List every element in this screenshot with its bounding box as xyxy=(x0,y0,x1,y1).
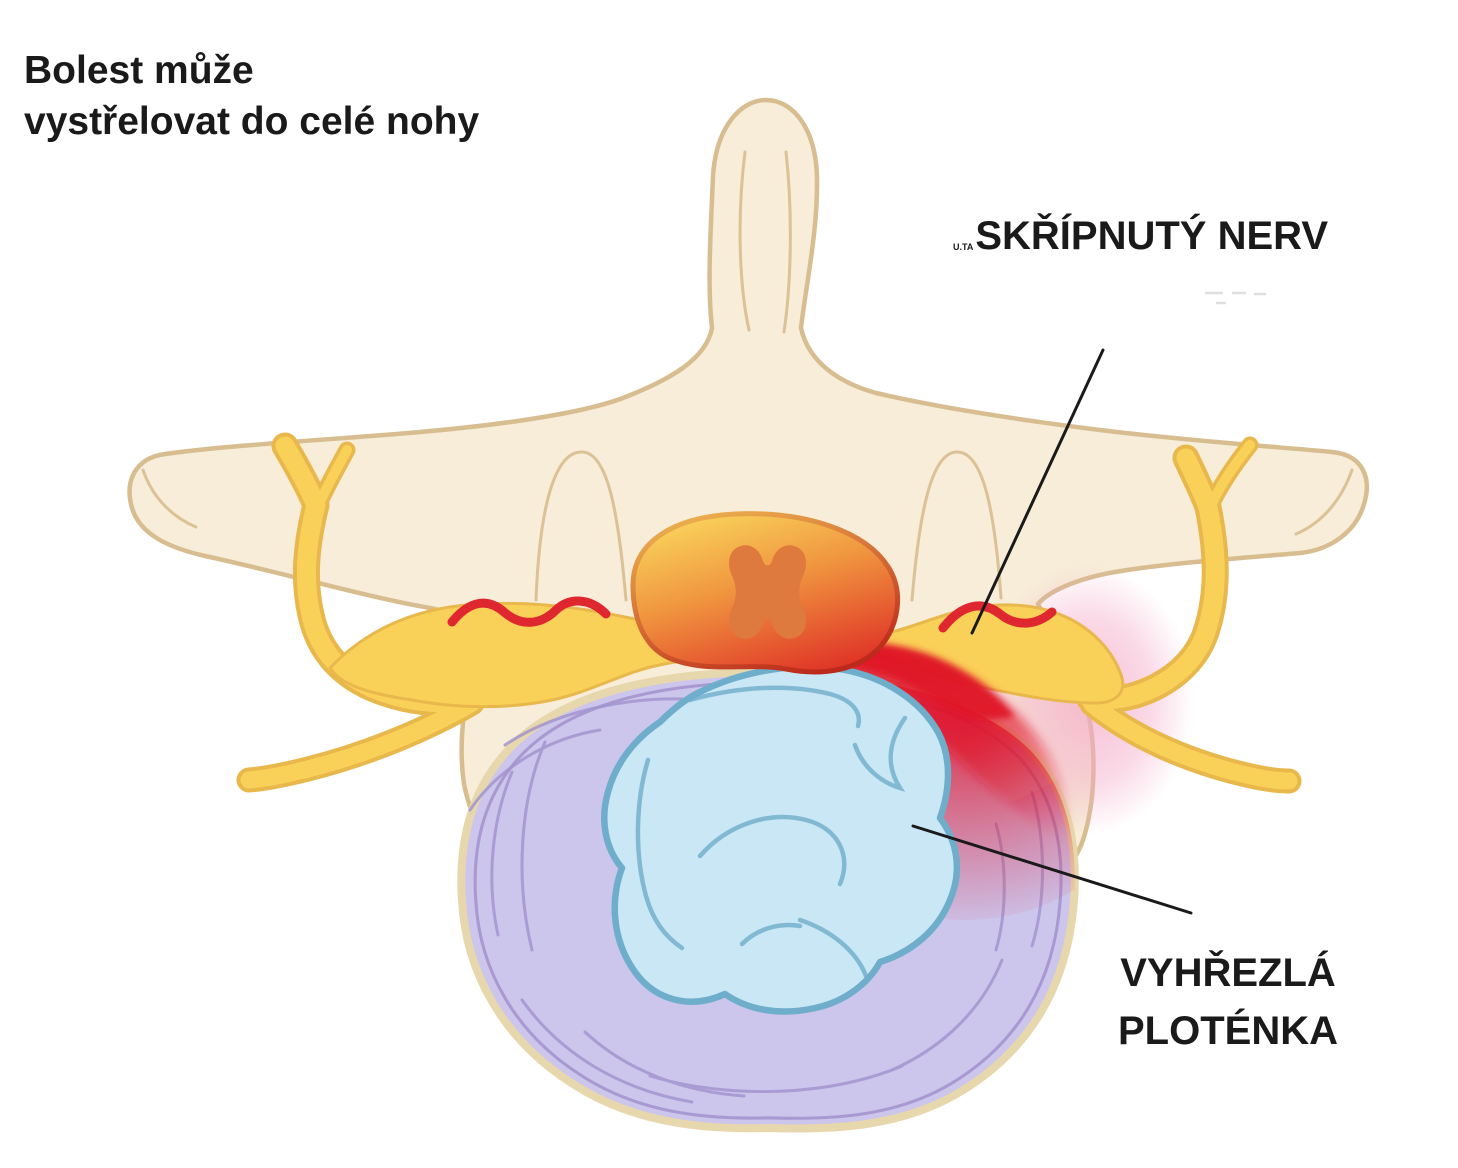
nucleus-fold xyxy=(697,814,847,887)
pain-note: Bolest může vystřelovat do celé nohy xyxy=(24,46,479,147)
pain-note-line2: vystřelovat do celé nohy xyxy=(24,99,480,143)
fiber-line xyxy=(520,998,694,1104)
herniated-disc-pointer-line xyxy=(911,824,1193,915)
fiber-line xyxy=(503,697,702,747)
inflammation-streak xyxy=(782,644,1071,842)
faint-artifacts xyxy=(1205,291,1266,305)
bone-detail-lines xyxy=(141,150,1354,602)
watermark-text: U.TA xyxy=(953,242,974,252)
fiber-line xyxy=(648,1064,904,1094)
pinched-nerve-label: U.TA SKŘÍPNUTÝ NERV xyxy=(953,214,1328,259)
right-nerve-branch xyxy=(1205,440,1255,512)
wing-tip-line-left xyxy=(141,468,198,529)
nucleus-fold xyxy=(687,685,862,729)
wing-tip-line-right xyxy=(1294,468,1354,536)
pinch-mark-left xyxy=(447,596,611,627)
right-nerve-trunk xyxy=(1080,448,1225,710)
fiber-line xyxy=(468,728,602,812)
fiber-line xyxy=(490,770,514,937)
nucleus-fold xyxy=(635,757,685,951)
gray-matter-butterfly xyxy=(729,545,806,639)
spinous-process-line-left xyxy=(738,150,751,332)
herniated-disc-label-line2: PLOTÉNKA xyxy=(1118,1009,1338,1053)
spinous-process-line-right xyxy=(782,150,792,334)
spinal-cord xyxy=(630,511,901,675)
pinched-nerve-pointer-line xyxy=(970,348,1105,635)
right-nerve-tail xyxy=(1083,695,1298,790)
left-nerve-tail xyxy=(240,694,481,789)
nucleus-pulposus xyxy=(601,663,961,1015)
nucleus-fold xyxy=(797,917,869,979)
pinch-marks xyxy=(447,596,1057,633)
herniated-disc-label: VYHŘEZLÁ PLOTÉNKA xyxy=(1078,944,1378,1060)
herniated-disc-label-line1: VYHŘEZLÁ xyxy=(1120,951,1336,995)
nucleus-fold-lines xyxy=(635,685,908,979)
fiber-line xyxy=(520,740,547,952)
pointer-lines xyxy=(911,348,1193,915)
pinched-nerve-label-text: SKŘÍPNUTÝ NERV xyxy=(975,214,1328,258)
nucleus-fold xyxy=(852,715,908,792)
nucleus-body xyxy=(601,663,961,1015)
fiber-line xyxy=(890,958,1004,1072)
pain-note-line1: Bolest může xyxy=(24,49,254,92)
nucleus-fold xyxy=(739,922,803,947)
articular-process-right xyxy=(910,450,1003,602)
articular-process-left xyxy=(534,450,628,602)
left-nerve-branch xyxy=(313,445,352,511)
pinch-mark-right xyxy=(938,601,1057,633)
